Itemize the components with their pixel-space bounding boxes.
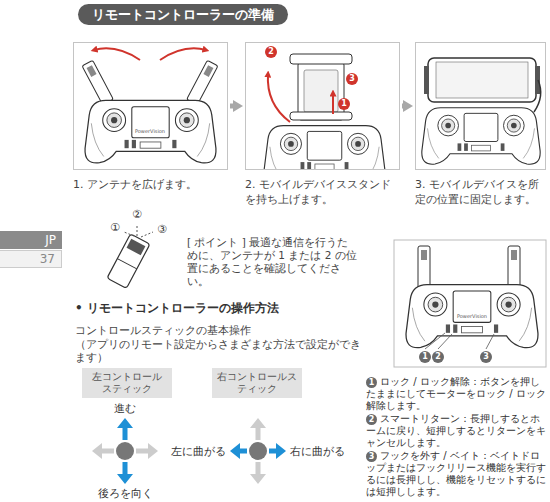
band-label: 左コントロール スティック	[86, 371, 168, 395]
direction-label: 左に曲がる	[158, 445, 226, 457]
antenna-spread-illustration	[203, 65, 213, 77]
body-text: コントロールスティックの基本操作	[75, 324, 365, 337]
controller-buttons-illustration	[438, 334, 452, 349]
antenna-spread-illustration	[94, 48, 140, 60]
stick-heading-band: 右コントロールス ティック	[212, 368, 302, 398]
left-stick-diagram	[92, 418, 158, 484]
logo-text: PowerVision	[452, 313, 492, 319]
panel-frame	[73, 42, 228, 170]
phone-mounted-illustration	[428, 58, 536, 102]
right-stick-diagram	[230, 418, 286, 484]
antenna-spread-illustration	[82, 60, 113, 104]
phone-mounted-illustration	[535, 66, 540, 94]
stand-lift-illustration	[298, 62, 344, 120]
stand-lift-illustration	[268, 74, 290, 122]
antenna-position-illustration	[107, 225, 153, 288]
antenna-spread-illustration	[85, 100, 216, 163]
antenna-position-illustration	[117, 259, 136, 269]
antenna-spread-illustration	[160, 48, 206, 60]
step-caption: 2. モバイルデバイススタンドを持ち上げます。	[245, 177, 400, 207]
callout-number: 2	[432, 351, 444, 363]
left-stick-diagram	[117, 462, 133, 484]
phone-mounted-illustration	[422, 58, 541, 164]
left-stick-diagram	[136, 443, 158, 459]
right-stick-diagram	[230, 443, 247, 459]
position-number: ②	[131, 209, 143, 221]
controller-buttons-illustration	[425, 333, 445, 349]
step-caption: 1. アンテナを広げます。	[73, 177, 228, 192]
antenna-spread-illustration	[87, 65, 97, 77]
step-caption: 3. モバイルデバイスを所定の位置に固定します。	[415, 177, 546, 207]
antenna-position-illustration	[127, 239, 146, 255]
panel-frame	[245, 42, 400, 170]
antenna-position-illustration	[141, 232, 153, 237]
right-stick-diagram	[269, 443, 286, 459]
stand-lift-illustration	[290, 54, 352, 64]
section-heading: • リモートコントローラーの操作方法	[75, 301, 365, 316]
callout-number: 3	[480, 351, 492, 363]
controller-buttons-illustration	[394, 240, 546, 367]
antenna-spread-illustration	[187, 60, 218, 104]
antenna-spread-illustration	[82, 48, 218, 163]
stand-lift-illustration	[264, 126, 385, 169]
phone-mounted-illustration	[424, 66, 429, 94]
antenna-position-illustration	[137, 225, 138, 236]
phone-mounted-illustration	[422, 108, 540, 165]
antenna-spread-illustration	[82, 60, 113, 104]
left-stick-diagram	[92, 443, 114, 459]
step-panel: 2. モバイルデバイススタンドを持ち上げます。	[245, 42, 400, 207]
antenna-spread-illustration	[187, 60, 218, 104]
antenna-position-illustration	[124, 232, 134, 236]
left-stick-diagram	[117, 418, 133, 440]
page-number: 37	[0, 250, 62, 268]
callout-number: 3	[366, 451, 377, 462]
right-stick-diagram	[249, 442, 267, 460]
right-stick-diagram	[250, 418, 266, 440]
button-description: フックを外す / ベイト：ベイトドロップまたはフックリリース機能を実行するには長…	[366, 450, 548, 498]
callout-number: 1	[338, 98, 350, 110]
callout-number: 3	[346, 73, 358, 85]
controller-buttons-illustration	[406, 285, 538, 348]
stick-heading-band: 左コントロール スティック	[82, 368, 172, 398]
phone-mounted-illustration	[436, 62, 528, 98]
step-arrow	[230, 104, 233, 109]
panel-frame	[415, 42, 546, 170]
section-title: リモートコントローラーの準備	[78, 4, 288, 25]
antenna-position-illustration	[107, 234, 150, 288]
controller-buttons-illustration	[511, 250, 517, 260]
button-description: スマートリターン：長押しするとホームに戻り、短押しするとリターンをキャンセルしま…	[366, 413, 548, 449]
callout-number: 1	[366, 377, 377, 388]
body-text: （アプリのリモート設定からさまざまな方法で設定ができます）	[75, 338, 365, 364]
language-tab: JP	[0, 231, 62, 249]
controller-buttons-illustration	[418, 246, 430, 290]
stand-lift-illustration	[264, 54, 385, 169]
position-number: ③	[156, 224, 168, 236]
step-panel: 3. モバイルデバイスを所定の位置に固定します。	[415, 42, 546, 207]
position-number: ①	[109, 222, 121, 234]
stand-lift-illustration	[290, 112, 352, 120]
controller-buttons-illustration	[486, 334, 494, 349]
step-panel: 1. アンテナを広げます。	[73, 42, 228, 192]
callout-number: 2	[366, 414, 377, 425]
button-description: ロック / ロック解除：ボタンを押したままにしてモーターをロック / ロック解除…	[366, 376, 548, 412]
phone-mounted-illustration	[534, 80, 541, 112]
direction-label: 後ろを向く	[85, 487, 165, 499]
callout-number: 2	[265, 46, 277, 58]
direction-label: 進む	[95, 402, 155, 414]
step-arrow	[402, 104, 403, 109]
antenna-position-illustration	[107, 234, 150, 288]
controller-buttons-illustration	[508, 246, 520, 290]
tip-note: [ ポイント ] 最適な通信を行うために、アンテナが 1 または 2 の位置にあ…	[187, 236, 359, 288]
stand-lift-illustration	[332, 93, 334, 114]
left-stick-diagram	[116, 442, 134, 460]
logo-text: PowerVision	[131, 128, 169, 134]
band-label: 右コントロールス ティック	[216, 371, 298, 395]
right-stick-diagram	[250, 462, 266, 484]
controller-buttons-illustration	[394, 240, 546, 367]
callout-number: 1	[419, 351, 431, 363]
controller-buttons-illustration	[421, 250, 427, 260]
direction-label: 右に曲がる	[290, 445, 358, 457]
